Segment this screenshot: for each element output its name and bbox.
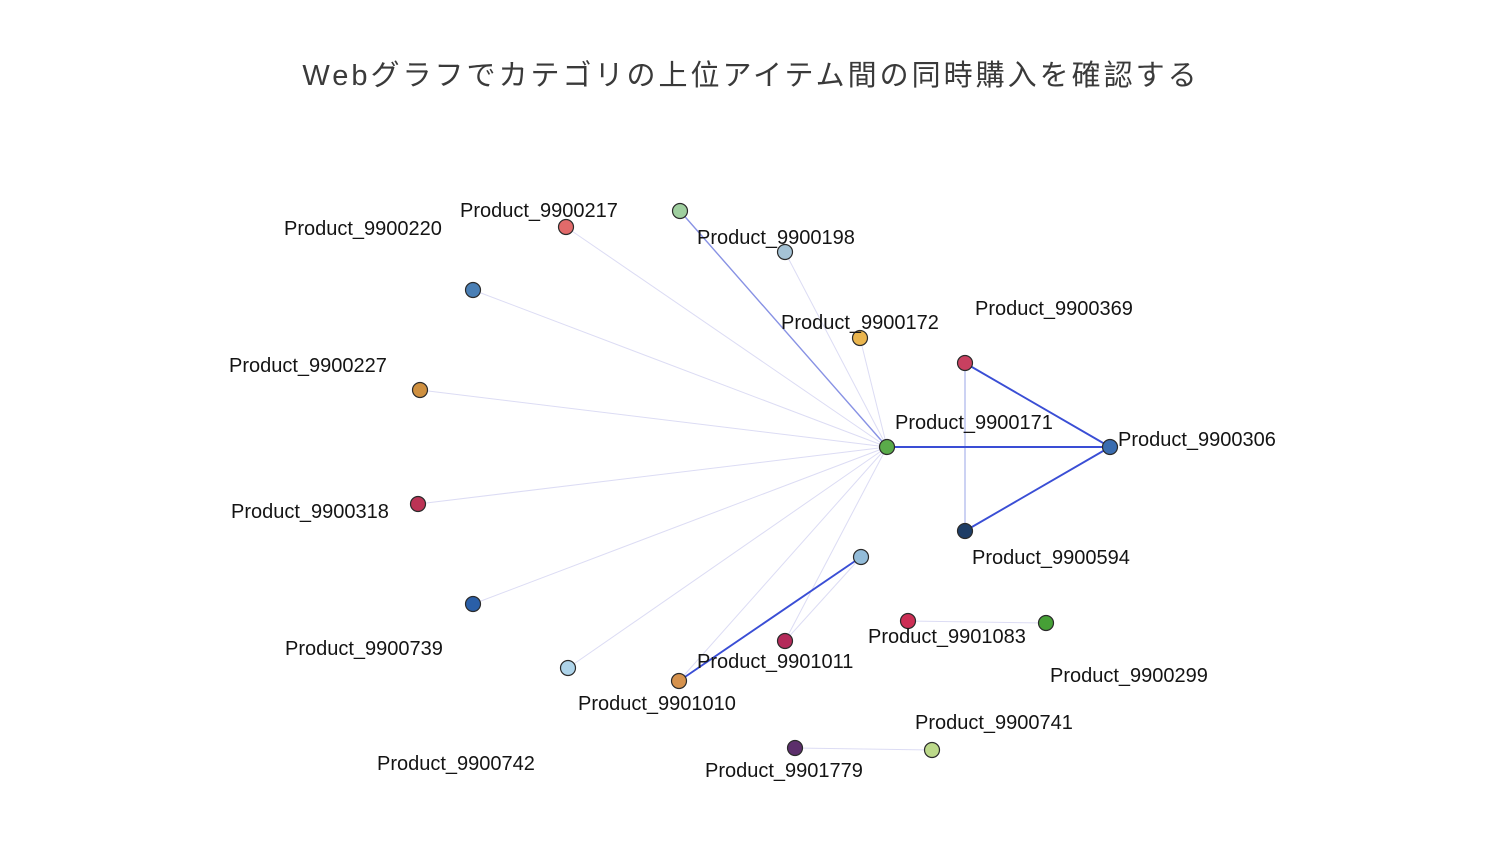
node-label: Product_9901779 [705,760,863,782]
graph-node [956,354,974,372]
node-label: Product_9900172 [781,312,939,334]
graph-node [786,739,804,757]
node-label: Product_9900299 [1050,665,1208,687]
node-label: Product_9900741 [915,712,1073,734]
graph-node [1101,438,1119,456]
node-label: Product_9901011 [697,651,853,673]
graph-edge [907,620,1047,624]
graph-node [671,202,689,220]
node-label: Product_9901083 [868,626,1026,648]
graph-edge [678,556,862,682]
node-label: Product_9900227 [229,355,387,377]
graph-node [464,595,482,613]
node-label: Product_9900171 [895,412,1053,434]
graph-edge [472,446,888,605]
node-label: Product_9900306 [1118,429,1276,451]
graph-edges-layer [417,210,1111,751]
graph-node [899,612,917,630]
graph-edge [784,446,888,642]
graph-node [559,659,577,677]
graph-edge [964,362,1111,448]
graph-edge [964,446,1111,532]
graph-edge [472,289,888,448]
graph-edge [679,210,888,448]
node-label: Product_9900318 [231,501,389,523]
node-label: Product_9900594 [972,547,1130,569]
graph-edge [565,226,888,448]
node-label: Product_9900220 [284,218,442,240]
graph-node [878,438,896,456]
node-label: Product_9900739 [285,638,443,660]
graph-edge [784,556,862,642]
graph-edge [784,251,888,448]
node-label: Product_9901010 [578,693,736,715]
page-title: Webグラフでカテゴリの上位アイテム間の同時購入を確認する [302,60,1200,92]
graph-edge [859,337,888,448]
graph-node [464,281,482,299]
graph-node [409,495,427,513]
graph-nodes-layer [409,202,1119,759]
graph-node [776,632,794,650]
graph-edge [567,446,888,669]
graph-edge [419,389,888,448]
graph-node [956,522,974,540]
graph-edge [794,747,933,751]
graph-node [851,329,869,347]
graph-node [776,243,794,261]
graph-edge [678,446,888,682]
graph-node [557,218,575,236]
graph-edge [417,446,888,505]
node-label: Product_9900217 [460,200,618,222]
graph-node [852,548,870,566]
graph-node [670,672,688,690]
graph-node [1037,614,1055,632]
graph-node [411,381,429,399]
node-label: Product_9900369 [975,298,1133,320]
node-label: Product_9900198 [697,227,855,249]
node-label: Product_9900742 [377,753,535,775]
graph-node [923,741,941,759]
